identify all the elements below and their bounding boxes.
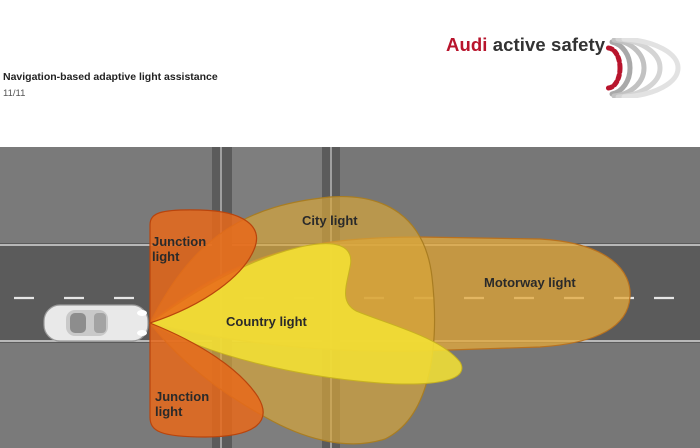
car: [43, 304, 149, 342]
junction-light-bottom-label: Junction light: [155, 389, 210, 419]
country-light-label: Country light: [226, 314, 307, 329]
brand-prefix: Audi: [446, 34, 488, 55]
page-counter: 11/11: [3, 88, 26, 99]
light-distribution-scene: [0, 147, 700, 448]
radar-arcs-icon: [605, 38, 681, 98]
brand-wordmark: Audi active safety: [446, 34, 605, 56]
page-title: Navigation-based adaptive light assistan…: [3, 71, 218, 83]
junction-light-bottom-zone: [149, 322, 264, 438]
motorway-light-label: Motorway light: [484, 275, 576, 290]
junction-light-top-zone: [149, 209, 257, 324]
header: Audi active safety Navigation-based adap…: [0, 0, 700, 147]
city-light-label: City light: [302, 213, 358, 228]
brand-suffix: active safety: [487, 34, 606, 55]
junction-light-top-label: Junction light: [152, 234, 207, 264]
